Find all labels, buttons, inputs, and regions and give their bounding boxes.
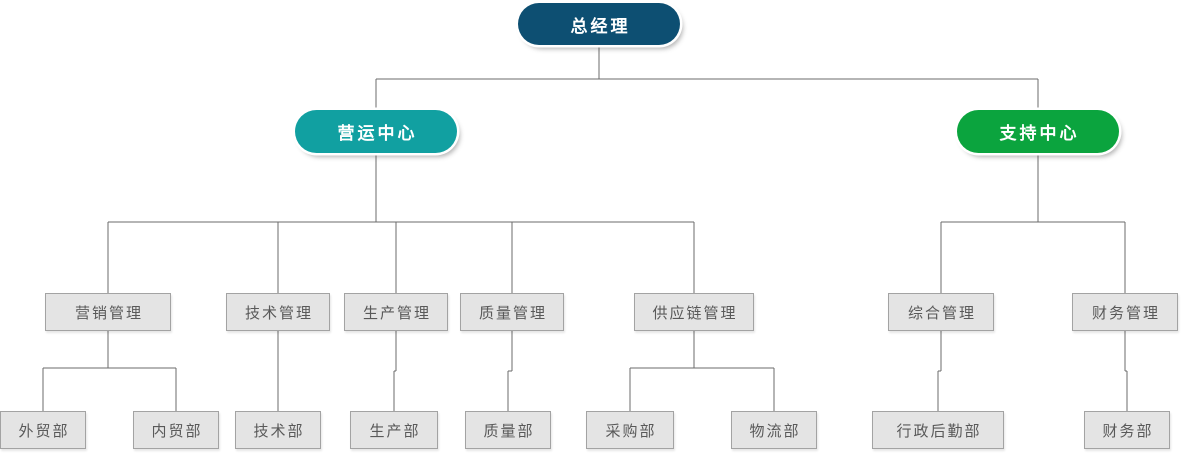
- org-node-fin: 财务管理: [1072, 293, 1178, 331]
- org-node-td: 技术部: [235, 411, 321, 449]
- org-node-scm: 供应链管理: [634, 293, 754, 331]
- org-node-adm: 综合管理: [888, 293, 994, 331]
- org-node-log: 物流部: [731, 411, 817, 449]
- org-node-prod: 生产管理: [344, 293, 448, 331]
- org-node-fd: 财务部: [1084, 411, 1170, 449]
- org-node-al: 行政后勤部: [872, 411, 1004, 449]
- connector-path: [42, 45, 1128, 411]
- org-node-tech: 技术管理: [226, 293, 330, 331]
- org-node-gm: 总经理: [518, 3, 680, 45]
- org-node-ft: 外贸部: [0, 411, 86, 449]
- org-node-sup: 支持中心: [957, 110, 1119, 153]
- org-node-mkt: 营销管理: [45, 293, 171, 331]
- org-node-dt: 内贸部: [133, 411, 219, 449]
- org-node-qual: 质量管理: [460, 293, 564, 331]
- org-node-qd: 质量部: [465, 411, 551, 449]
- org-node-pd: 生产部: [350, 411, 438, 449]
- org-node-pur: 采购部: [586, 411, 674, 449]
- org-node-ops: 营运中心: [295, 110, 457, 153]
